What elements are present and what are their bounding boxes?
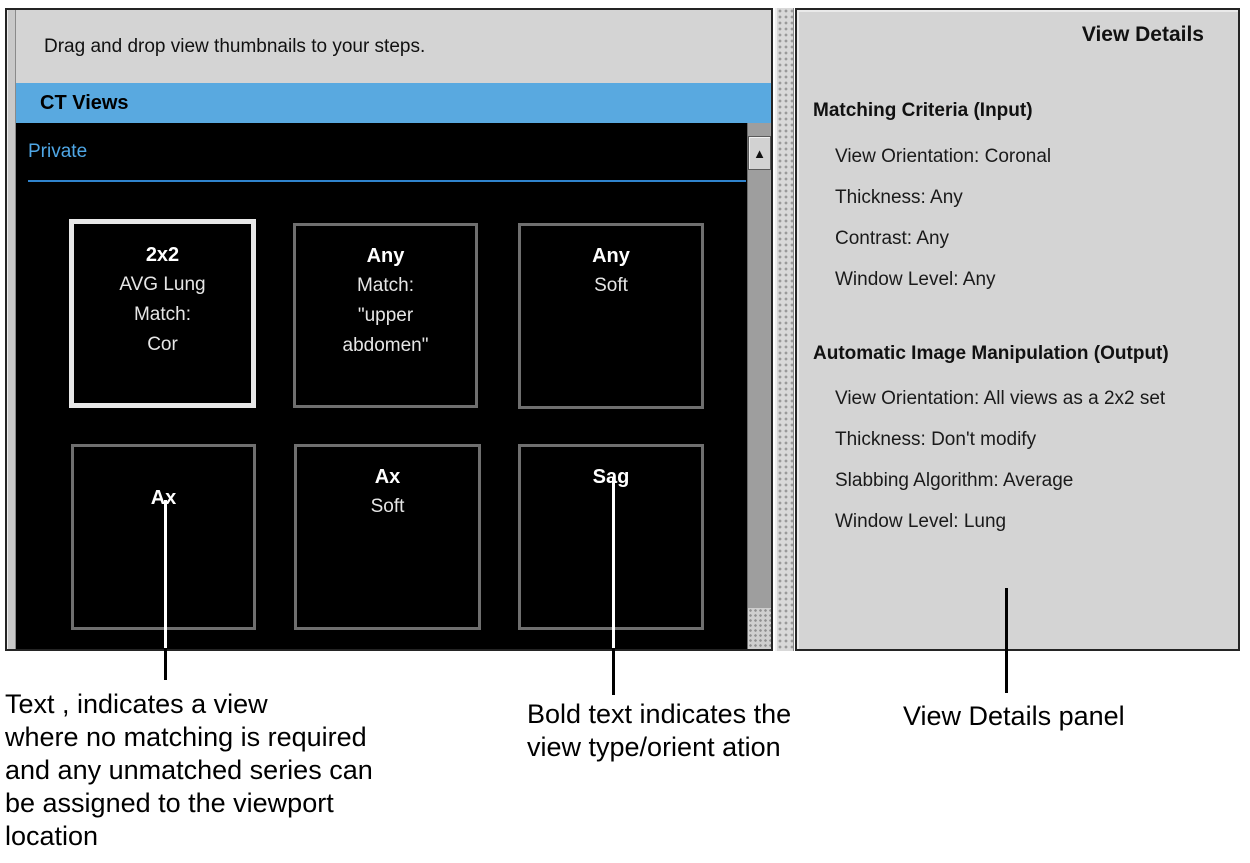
output-thickness: Thickness: Don't modify: [835, 429, 1037, 450]
view-thumbnail-any-soft[interactable]: Any Soft: [518, 223, 704, 409]
vertical-scrollbar: ▲: [747, 123, 771, 649]
matching-criteria-heading: Matching Criteria (Input): [813, 100, 1033, 121]
view-details-title: View Details: [1081, 23, 1204, 46]
annotation-line: Text , indicates a view: [5, 689, 268, 719]
thumbnail-line: Match:: [356, 275, 415, 296]
instruction-bar: Drag and drop view thumbnails to your st…: [16, 10, 771, 83]
annotation-view-details-panel: View Details panel: [903, 701, 1125, 731]
thumbnail-title: 2x2: [145, 244, 180, 266]
thumbnail-line: AVG Lung: [119, 274, 206, 295]
thumbnail-title: Ax: [374, 466, 401, 488]
scroll-up-arrow-icon: ▲: [753, 145, 766, 161]
view-thumbnails-panel: Drag and drop view thumbnails to your st…: [5, 8, 773, 651]
thumbnail-line: Match:: [133, 304, 192, 325]
annotation-bold-text: Bold text indicates the view type/orient…: [527, 698, 791, 764]
view-thumbnail-ax[interactable]: Ax: [71, 444, 256, 630]
callout-line-ax-white: [164, 500, 167, 648]
input-contrast: Contrast: Any: [835, 228, 950, 249]
group-label-private: Private: [28, 141, 88, 162]
instruction-text: Drag and drop view thumbnails to your st…: [44, 35, 426, 57]
thumbnail-line: Cor: [147, 334, 178, 355]
thumbnail-title: Ax: [150, 487, 177, 509]
thumbnail-line: Soft: [594, 275, 628, 296]
thumbnail-title: Any: [366, 245, 405, 267]
input-view-orientation: View Orientation: Coronal: [835, 146, 1052, 167]
view-details-panel: View Details Matching Criteria (Input) V…: [795, 8, 1240, 651]
output-view-orientation: View Orientation: All views as a 2x2 set: [835, 388, 1166, 409]
output-window-level: Window Level: Lung: [835, 511, 1007, 532]
output-slabbing-algorithm: Slabbing Algorithm: Average: [835, 470, 1074, 491]
annotation-line: where no matching is required: [5, 722, 367, 752]
group-underline: [28, 180, 746, 182]
callout-line-sag-black: [612, 648, 615, 695]
thumbnail-title: Sag: [592, 466, 630, 488]
view-thumbnail-2x2-avg-lung[interactable]: 2x2 AVG Lung Match: Cor: [69, 219, 256, 408]
panel-left-bevel: [7, 10, 16, 649]
annotation-line: be assigned to the viewport: [5, 788, 334, 818]
callout-line-view-details: [1005, 588, 1008, 693]
thumbnail-title: Any: [592, 245, 630, 267]
input-window-level: Window Level: Any: [835, 269, 996, 290]
thumbnail-line: abdomen": [342, 335, 429, 356]
scroll-up-button[interactable]: ▲: [748, 136, 771, 170]
ct-views-header-label: CT Views: [40, 91, 129, 114]
auto-image-manipulation-heading: Automatic Image Manipulation (Output): [813, 343, 1169, 364]
scrollbar-track[interactable]: [748, 608, 771, 649]
ct-views-header[interactable]: CT Views: [16, 83, 771, 123]
annotation-line: Bold text indicates the: [527, 699, 792, 729]
annotation-line: view type/orient ation: [527, 732, 781, 762]
panel-splitter[interactable]: [775, 8, 794, 651]
callout-line-ax-black: [164, 648, 167, 680]
input-thickness: Thickness: Any: [835, 187, 963, 208]
view-thumbnail-sag[interactable]: Sag: [518, 444, 704, 630]
thumbnail-line: "upper: [357, 305, 414, 326]
thumbnail-list-area: Private 2x2 AVG Lung Match: Cor Any Matc…: [16, 123, 771, 649]
view-thumbnail-any-upper-abdomen[interactable]: Any Match: "upper abdomen": [293, 223, 478, 408]
annotation-line: and any unmatched series can: [5, 755, 373, 785]
view-thumbnail-ax-soft[interactable]: Ax Soft: [294, 444, 481, 630]
thumbnail-line: Soft: [370, 496, 405, 517]
annotation-text-view: Text , indicates a view where no matchin…: [5, 688, 373, 853]
scrollbar-thumb[interactable]: [748, 170, 771, 608]
callout-line-sag-white: [612, 478, 615, 648]
annotation-line: location: [5, 821, 99, 851]
